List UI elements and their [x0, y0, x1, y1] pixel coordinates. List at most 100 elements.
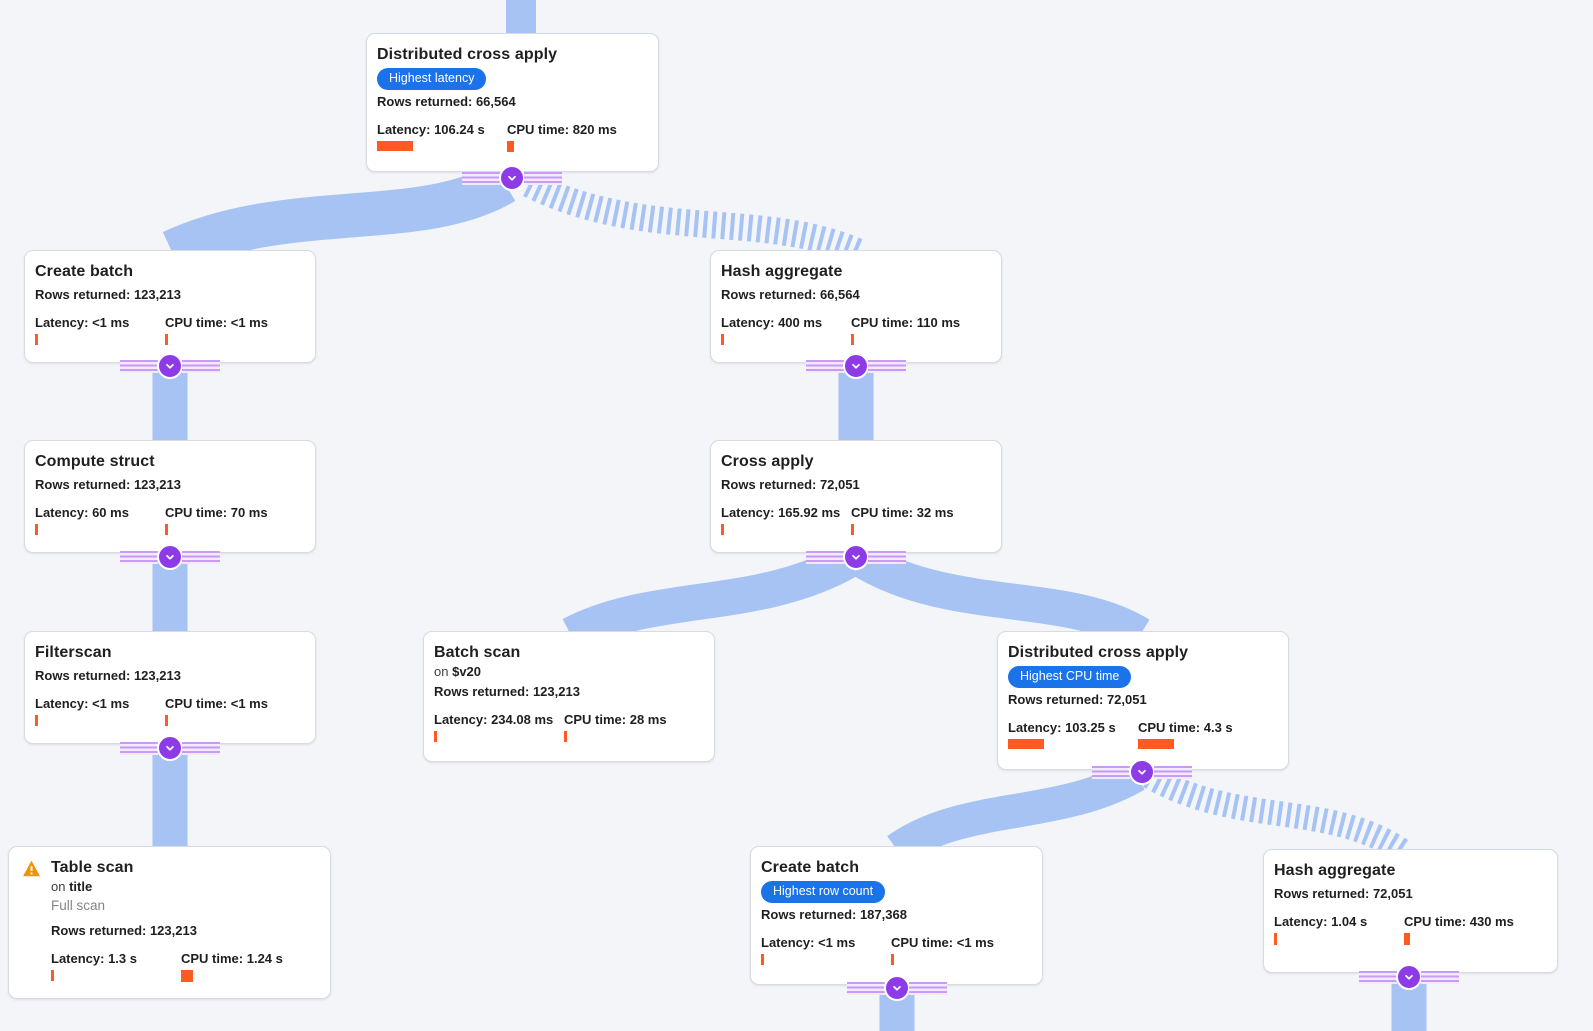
- metrics: Latency: <1 ms CPU time: <1 ms: [35, 315, 305, 345]
- partition-stripes: [909, 981, 947, 995]
- partition-stripes: [120, 550, 158, 564]
- cpu-time-bar: [1404, 933, 1410, 945]
- node-title: Hash aggregate: [721, 263, 843, 280]
- node-title: Create batch: [761, 859, 860, 876]
- partition-stripes: [1154, 765, 1192, 779]
- plan-node-compute-struct[interactable]: Compute struct Rows returned: 123,213 La…: [24, 440, 316, 553]
- plan-node-create-batch-upper[interactable]: Create batch Rows returned: 123,213 Late…: [24, 250, 316, 363]
- cpu-time-bar: [181, 969, 193, 982]
- metrics: Latency: 106.24 s CPU time: 820 ms: [377, 122, 648, 152]
- partition-stripes: [182, 359, 220, 373]
- metrics: Latency: <1 ms CPU time: <1 ms: [35, 696, 305, 726]
- rows-returned: Rows returned: 123,213: [35, 287, 181, 302]
- node-title: Cross apply: [721, 453, 814, 470]
- plan-node-hash-aggregate-bottom[interactable]: Hash aggregate Rows returned: 72,051 Lat…: [1263, 849, 1558, 973]
- expand-connector[interactable]: [806, 353, 906, 379]
- node-title: Batch scan: [434, 644, 521, 661]
- expand-connector[interactable]: [462, 165, 562, 191]
- highest-cpu-time-badge: Highest CPU time: [1008, 666, 1132, 688]
- cpu-time-label: CPU time: <1 ms: [891, 934, 994, 950]
- scan-target: on $v20: [434, 663, 704, 682]
- latency-label: Latency: <1 ms: [35, 696, 130, 711]
- partition-stripes: [182, 550, 220, 564]
- metrics: Latency: 60 ms CPU time: 70 ms: [35, 505, 305, 535]
- plan-node-cross-apply[interactable]: Cross apply Rows returned: 72,051 Latenc…: [710, 440, 1002, 553]
- latency-label: Latency: 1.3 s: [51, 950, 137, 966]
- cpu-time-label: CPU time: <1 ms: [165, 315, 268, 330]
- cpu-time-bar: [564, 730, 567, 742]
- rows-returned: Rows returned: 72,051: [1008, 691, 1147, 707]
- chevron-down-icon: [157, 544, 183, 570]
- plan-node-table-scan[interactable]: Table scan on title Full scan Rows retur…: [8, 846, 331, 999]
- partition-stripes: [1359, 970, 1397, 984]
- metrics: Latency: 1.04 s CPU time: 430 ms: [1274, 914, 1547, 945]
- latency-bar: [721, 334, 724, 345]
- expand-connector[interactable]: [806, 544, 906, 570]
- expand-connector[interactable]: [120, 735, 220, 761]
- rows-returned: Rows returned: 72,051: [721, 477, 860, 492]
- expand-connector[interactable]: [1092, 759, 1192, 785]
- rows-returned: Rows returned: 72,051: [1274, 886, 1413, 901]
- scan-target-value: title: [69, 879, 93, 894]
- rows-returned: Rows returned: 66,564: [377, 93, 516, 109]
- latency-bar: [721, 524, 724, 535]
- highest-row-count-badge: Highest row count: [761, 881, 886, 903]
- plan-node-create-batch-bottom[interactable]: Create batch Highest row count Rows retu…: [750, 846, 1043, 985]
- expand-connector[interactable]: [120, 353, 220, 379]
- expand-connector[interactable]: [1359, 964, 1459, 990]
- partition-stripes: [868, 359, 906, 373]
- expand-connector[interactable]: [847, 975, 947, 1001]
- metrics: Latency: 234.08 ms CPU time: 28 ms: [434, 712, 704, 742]
- metrics: Latency: 165.92 ms CPU time: 32 ms: [721, 505, 991, 535]
- scan-target-prefix: on: [51, 879, 66, 894]
- cpu-time-bar: [165, 715, 168, 726]
- plan-node-distributed-cross-apply-2[interactable]: Distributed cross apply Highest CPU time…: [997, 631, 1289, 770]
- partition-stripes: [806, 359, 844, 373]
- latency-bar: [51, 969, 54, 981]
- scan-target: on title: [51, 878, 320, 897]
- plan-node-filterscan[interactable]: Filterscan Rows returned: 123,213 Latenc…: [24, 631, 316, 744]
- latency-bar: [761, 953, 764, 965]
- latency-bar: [434, 730, 437, 742]
- partition-stripes: [524, 171, 562, 185]
- metrics: Latency: <1 ms CPU time: <1 ms: [761, 935, 1032, 965]
- partition-stripes: [847, 981, 885, 995]
- edge-dca-to-create-batch: [887, 760, 1145, 865]
- plan-node-batch-scan[interactable]: Batch scan on $v20 Rows returned: 123,21…: [423, 631, 715, 762]
- chevron-down-icon: [157, 735, 183, 761]
- rows-returned: Rows returned: 123,213: [35, 668, 181, 683]
- node-title: Compute struct: [35, 453, 155, 470]
- latency-bar: [35, 524, 38, 535]
- latency-bar: [1008, 738, 1044, 749]
- cpu-time-label: CPU time: 820 ms: [507, 121, 617, 137]
- chevron-down-icon: [499, 165, 525, 191]
- edge-root-to-create-batch: [162, 162, 516, 273]
- cpu-time-label: CPU time: 430 ms: [1404, 914, 1514, 929]
- partition-stripes: [120, 741, 158, 755]
- cpu-time-label: CPU time: 70 ms: [165, 505, 268, 520]
- partition-stripes: [120, 359, 158, 373]
- plan-node-distributed-cross-apply-root[interactable]: Distributed cross apply Highest latency …: [366, 33, 659, 172]
- latency-label: Latency: 1.04 s: [1274, 914, 1368, 929]
- cpu-time-bar: [851, 524, 854, 535]
- cpu-time-bar: [1138, 738, 1174, 749]
- partition-stripes: [462, 171, 500, 185]
- plan-node-hash-aggregate-upper[interactable]: Hash aggregate Rows returned: 66,564 Lat…: [710, 250, 1002, 363]
- expand-connector[interactable]: [120, 544, 220, 570]
- partition-stripes: [182, 741, 220, 755]
- chevron-down-icon: [1129, 759, 1155, 785]
- partition-stripes: [1421, 970, 1459, 984]
- latency-bar: [1274, 933, 1277, 945]
- scan-type-note: Full scan: [51, 897, 106, 913]
- cpu-time-label: CPU time: 4.3 s: [1138, 719, 1233, 735]
- warning-triangle-icon: [23, 860, 40, 876]
- edge-dca-to-hash-aggregate: [1142, 765, 1413, 864]
- edge-cross-apply-to-batch-scan: [562, 544, 858, 652]
- cpu-time-label: CPU time: 110 ms: [851, 315, 961, 330]
- latency-label: Latency: 400 ms: [721, 315, 823, 330]
- node-title: Hash aggregate: [1274, 862, 1396, 879]
- cpu-time-bar: [891, 953, 894, 965]
- rows-returned: Rows returned: 123,213: [51, 922, 197, 938]
- highest-latency-badge: Highest latency: [377, 68, 487, 90]
